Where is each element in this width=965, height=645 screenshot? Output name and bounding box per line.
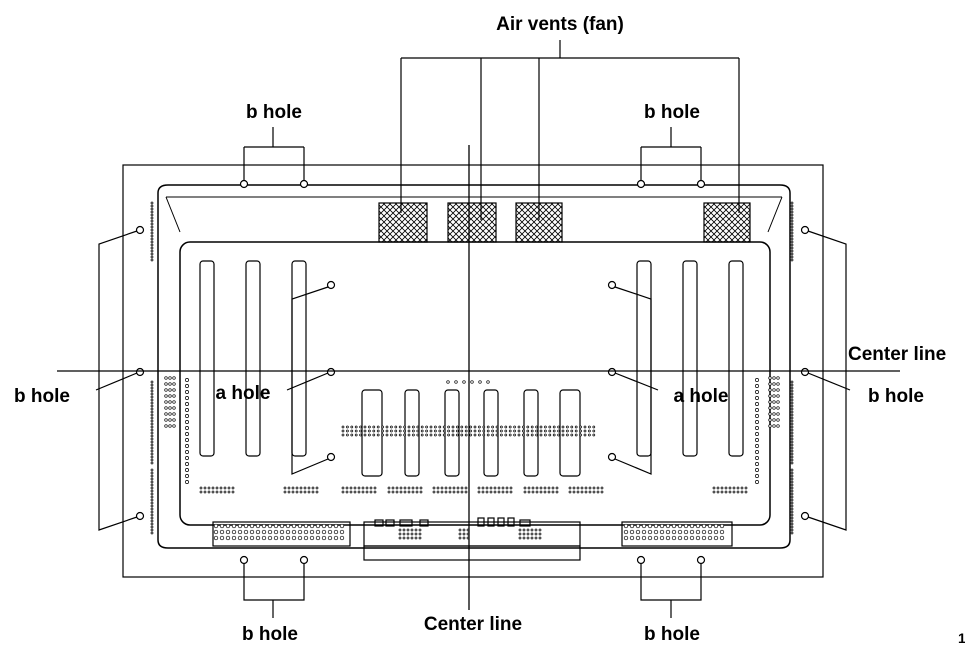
b-hole-top-left-1 (239, 179, 249, 189)
a-hole-right-top (607, 280, 617, 290)
page-number: 1 (958, 630, 965, 645)
leader-lines (95, 40, 851, 618)
b-hole-label-top-left: b hole (246, 102, 302, 123)
b-hole-right-bottom (800, 511, 810, 521)
a-hole-left-bottom (326, 452, 336, 462)
b-hole-label-left: b hole (14, 386, 70, 407)
a-hole-right-bottom (607, 452, 617, 462)
b-hole-top-right-1 (636, 179, 646, 189)
air-vents-label: Air vents (fan) (496, 14, 624, 35)
a-hole-left-mid (326, 367, 336, 377)
a-hole-label-right: a hole (674, 386, 729, 407)
rear-cover-inner-rim (165, 196, 783, 233)
air-vent-grilles (378, 202, 751, 243)
a-hole-left-top (326, 280, 336, 290)
center-slots (361, 389, 581, 477)
mounting-holes (135, 179, 810, 565)
a-hole-right-mid (607, 367, 617, 377)
air-vent-1 (378, 202, 428, 243)
b-hole-left-bottom (135, 511, 145, 521)
b-hole-top-left-2 (299, 179, 309, 189)
b-hole-right-mid (800, 367, 810, 377)
b-hole-bottom-right-2 (696, 555, 706, 565)
b-hole-label-right: b hole (868, 386, 924, 407)
center-line-label-vertical: Center line (424, 614, 522, 635)
air-vent-2 (447, 202, 497, 243)
a-hole-label-left: a hole (216, 383, 271, 404)
b-hole-bottom-right-1 (636, 555, 646, 565)
b-hole-bottom-left-1 (239, 555, 249, 565)
air-vent-4 (703, 202, 751, 243)
ventilation-dots (150, 201, 794, 541)
b-hole-label-top-right: b hole (644, 102, 700, 123)
b-hole-right-top (800, 225, 810, 235)
bottom-connector-area (212, 517, 733, 561)
b-hole-left-top (135, 225, 145, 235)
rear-cover-outline (157, 184, 791, 549)
b-hole-label-bottom-right: b hole (644, 624, 700, 645)
b-hole-label-bottom-left: b hole (242, 624, 298, 645)
b-hole-bottom-left-2 (299, 555, 309, 565)
center-line-label-horizontal: Center line (848, 344, 946, 365)
b-hole-top-right-2 (696, 179, 706, 189)
b-hole-left-mid (135, 367, 145, 377)
